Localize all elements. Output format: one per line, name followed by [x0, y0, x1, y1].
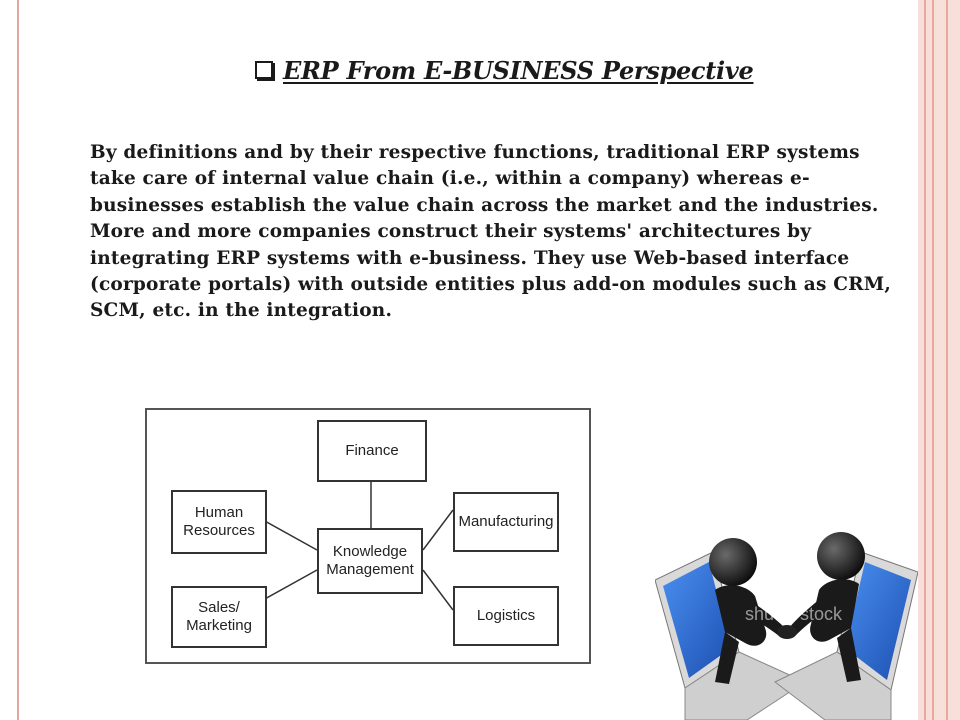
slide-frame-right: [918, 0, 960, 720]
finance-box: Finance: [317, 420, 427, 482]
watermark-text: shutterstock: [745, 604, 843, 624]
finance-label: Finance: [345, 442, 399, 459]
frame-stripe: [924, 0, 926, 720]
connector-line: [422, 569, 454, 611]
slide-title-row: ERP From E-BUSINESS Perspective: [255, 52, 754, 88]
manufacturing-label: Manufacturing: [458, 513, 554, 530]
km-label-line1: Knowledge: [332, 543, 408, 560]
km-label-line2: Management: [326, 561, 414, 578]
connector-line: [422, 509, 454, 551]
logistics-box: Logistics: [453, 586, 559, 646]
handshake-laptops-illustration: shutterstock: [655, 532, 918, 720]
human-resources-box: Human Resources: [171, 490, 267, 554]
sales-marketing-box: Sales/ Marketing: [171, 586, 267, 648]
slide-body-text: By definitions and by their respective f…: [90, 142, 892, 322]
slide-frame-left: [0, 0, 19, 720]
sales-label-line2: Marketing: [186, 617, 252, 634]
checkbox-bullet-icon: [255, 61, 273, 79]
frame-stripe: [932, 0, 934, 720]
knowledge-management-box: Knowledge Management: [317, 528, 423, 594]
erp-diagram: Finance Human Resources Manufacturing Kn…: [145, 408, 591, 664]
handshake-figures-icon: shutterstock: [655, 532, 918, 720]
manufacturing-box: Manufacturing: [453, 492, 559, 552]
sales-label-line1: Sales/: [198, 599, 240, 616]
frame-stripe: [946, 0, 948, 720]
slide-title: ERP From E-BUSINESS Perspective: [283, 55, 754, 85]
logistics-label: Logistics: [476, 607, 536, 624]
hr-label-line1: Human: [194, 504, 244, 521]
hr-label-line2: Resources: [183, 522, 255, 539]
